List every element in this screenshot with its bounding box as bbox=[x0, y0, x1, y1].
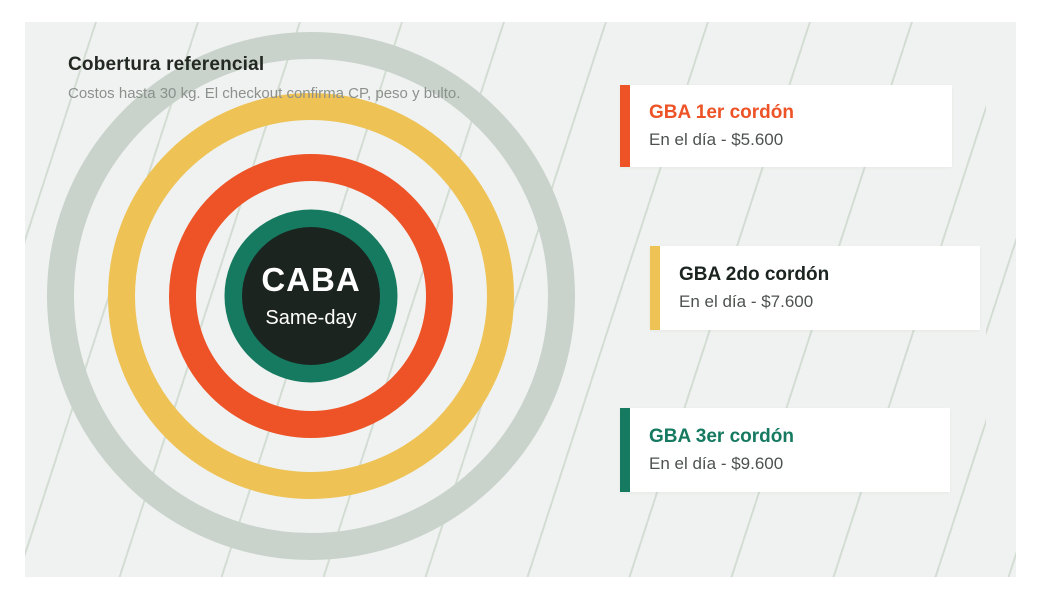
orange-ring bbox=[169, 154, 453, 438]
page-subtitle: Costos hasta 30 kg. El checkout confirma… bbox=[68, 85, 461, 102]
card-accent-bar bbox=[650, 246, 660, 330]
card-detail: En el día - $5.600 bbox=[649, 130, 784, 150]
center-zone-service: Same-day bbox=[265, 306, 357, 329]
zone-card-gba-1er-cordon: GBA 1er cordón En el día - $5.600 bbox=[620, 85, 952, 167]
center-zone-name: CABA bbox=[261, 261, 361, 299]
card-title: GBA 3er cordón bbox=[649, 425, 794, 447]
card-detail: En el día - $7.600 bbox=[679, 292, 814, 312]
card-body: GBA 3er cordón En el día - $9.600 bbox=[630, 408, 950, 492]
outer-gray-ring bbox=[47, 32, 575, 560]
card-detail: En el día - $9.600 bbox=[649, 454, 784, 474]
card-title: GBA 2do cordón bbox=[679, 263, 830, 285]
zone-card-gba-2do-cordon: GBA 2do cordón En el día - $7.600 bbox=[650, 246, 980, 330]
coverage-panel: CABA Same-day Cobertura referencial Cost… bbox=[25, 22, 1016, 577]
card-accent-bar bbox=[620, 85, 630, 167]
center-zone-circle bbox=[242, 227, 380, 365]
header: Cobertura referencial Costos hasta 30 kg… bbox=[68, 54, 460, 102]
center-zone-label: CABA Same-day bbox=[211, 250, 411, 342]
card-accent-bar bbox=[620, 408, 630, 492]
coverage-rings-diagram bbox=[47, 32, 575, 560]
teal-ring bbox=[224, 209, 398, 383]
card-body: GBA 1er cordón En el día - $5.600 bbox=[630, 85, 952, 167]
card-body: GBA 2do cordón En el día - $7.600 bbox=[660, 246, 980, 330]
yellow-ring bbox=[108, 93, 514, 499]
page-title: Cobertura referencial bbox=[68, 54, 265, 75]
zone-card-gba-3er-cordon: GBA 3er cordón En el día - $9.600 bbox=[620, 408, 950, 492]
card-title: GBA 1er cordón bbox=[649, 101, 794, 123]
